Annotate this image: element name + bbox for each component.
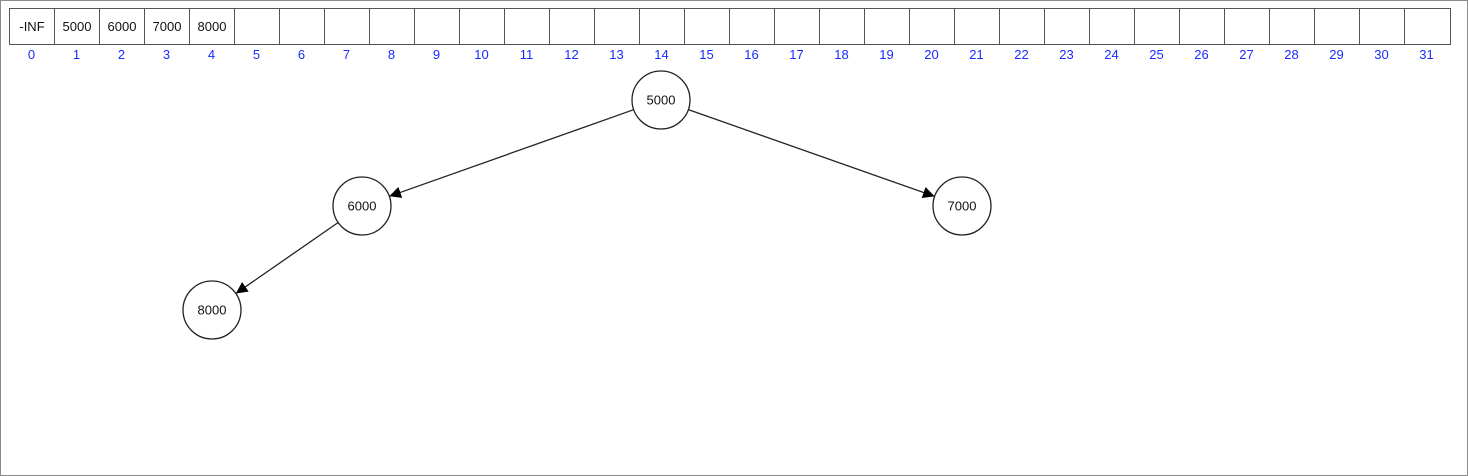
array-cell: 8000 [190,9,235,44]
node-circle [932,176,992,236]
array-cell [910,9,955,44]
array-index-label: 23 [1059,47,1074,62]
array-cell [325,9,370,44]
tree-edge [235,221,339,295]
array-index-label: 25 [1149,47,1164,62]
array-index-label: 5 [252,47,261,62]
array-cell [505,9,550,44]
array-cell [595,9,640,44]
tree-edge [389,109,634,198]
array-index-label: 21 [969,47,984,62]
array-index-label: 1 [72,47,81,62]
array-cell [550,9,595,44]
tree-node: 6000 [332,176,392,236]
node-circle [182,280,242,340]
array-cell [865,9,910,44]
array-index-label: 0 [27,47,36,62]
array-index-label: 22 [1014,47,1029,62]
array-cell [955,9,1000,44]
array-index-label: 4 [207,47,216,62]
array-index-label: 13 [609,47,624,62]
array-cell [685,9,730,44]
array-cell: 7000 [145,9,190,44]
array-cell: 6000 [100,9,145,44]
array-cell [370,9,415,44]
array-index-label: 2 [117,47,126,62]
array-cell [415,9,460,44]
array-cell [730,9,775,44]
array-index-label: 29 [1329,47,1344,62]
node-label: 6000 [348,199,377,214]
array-cell [640,9,685,44]
array-index-label: 20 [924,47,939,62]
tree-node: 7000 [932,176,992,236]
array-index-label: 12 [564,47,579,62]
array-cell [775,9,820,44]
tree-edges [235,109,935,295]
array-cell [1090,9,1135,44]
array-cell [280,9,325,44]
array-index-label: 14 [654,47,669,62]
node-label: 8000 [198,303,227,318]
array-cell [1000,9,1045,44]
array-cell [235,9,280,44]
node-circle [631,70,691,130]
array-cell [1045,9,1090,44]
array-index-label: 9 [432,47,441,62]
tree-node: 8000 [182,280,242,340]
array-index-label: 24 [1104,47,1119,62]
array-index-label: 7 [342,47,351,62]
array-cell [1270,9,1315,44]
array-cell: -INF [10,9,55,44]
array-cell [820,9,865,44]
array-cell [1225,9,1270,44]
array-index-label: 10 [474,47,489,62]
node-circle [332,176,392,236]
array-index-label: 15 [699,47,714,62]
array-cell [1135,9,1180,44]
array-index-label: 11 [519,47,534,62]
array-cell [1180,9,1225,44]
array-cell [1315,9,1360,44]
array-index-label: 31 [1419,47,1434,62]
array-index-label: 26 [1194,47,1209,62]
node-label: 7000 [948,199,977,214]
array-index-label: 30 [1374,47,1389,62]
array-cell [460,9,505,44]
array-index-label: 19 [879,47,894,62]
tree-nodes: 5000 6000 7000 8000 [182,70,992,340]
array-index-label: 16 [744,47,759,62]
array-cell: 5000 [55,9,100,44]
tree-edge [688,109,935,198]
array-index-label: 8 [387,47,396,62]
array-index-label: 6 [297,47,306,62]
array-index-label: 18 [834,47,849,62]
array-index-label: 28 [1284,47,1299,62]
array-cell [1360,9,1405,44]
tree-node: 5000 [631,70,691,130]
array-index-label: 17 [789,47,804,62]
array-index-label: 3 [162,47,171,62]
array-index-label: 27 [1239,47,1254,62]
node-label: 5000 [647,93,676,108]
